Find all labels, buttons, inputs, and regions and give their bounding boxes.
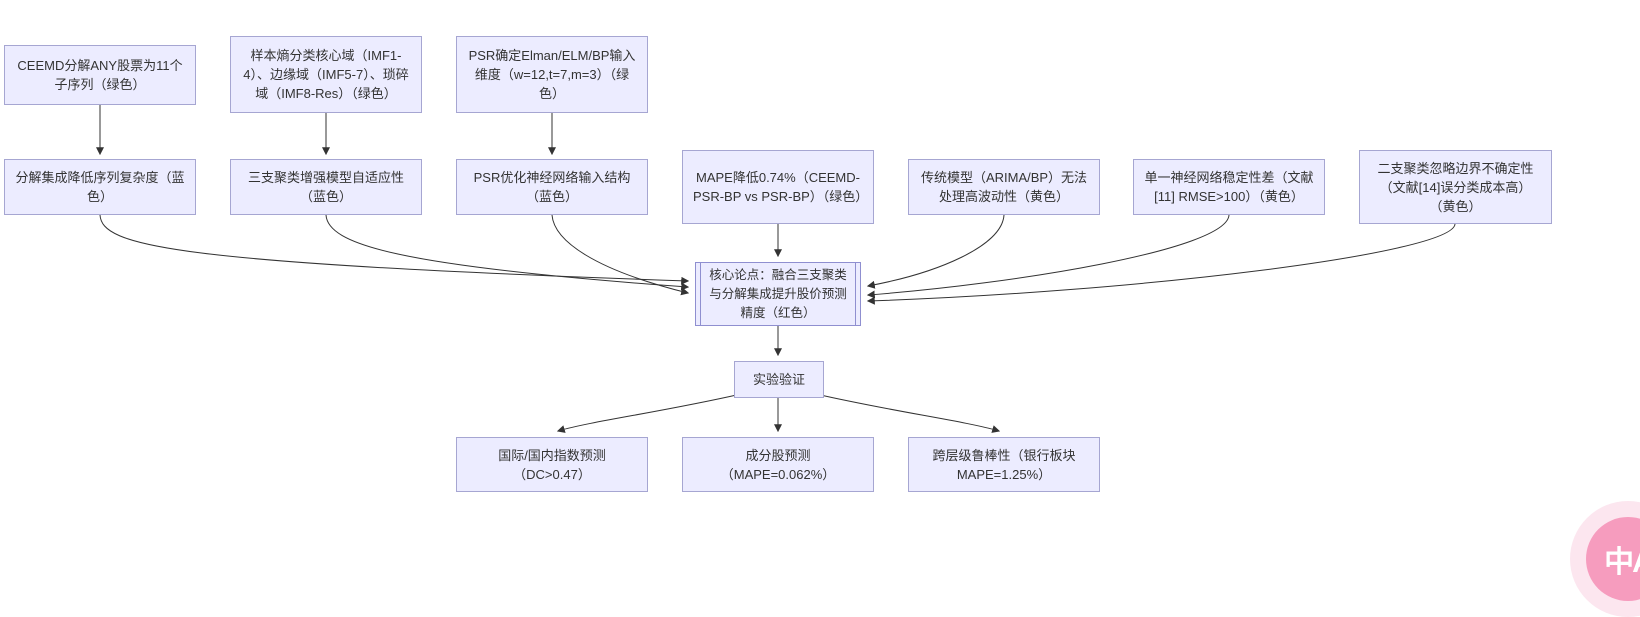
edge-b5-core bbox=[866, 214, 1005, 289]
node-sample-entropy-classification: 样本熵分类核心域（IMF1-4）、边缘域（IMF5-7）、琐碎域（IMF8-Re… bbox=[230, 36, 422, 113]
flowchart-canvas: CEEMD分解ANY股票为11个子序列（绿色） 样本熵分类核心域（IMF1-4）… bbox=[4, 36, 1640, 617]
node-three-way-clustering-adaptivity: 三支聚类增强模型自适应性（蓝色） bbox=[230, 159, 422, 215]
node-constituent-stock-prediction: 成分股预测（MAPE=0.062%） bbox=[682, 437, 874, 492]
translate-icon: 中A bbox=[1604, 546, 1640, 579]
edge-b7-core bbox=[866, 223, 1456, 305]
edge-exp-c3 bbox=[815, 393, 1001, 433]
edge-b1-core bbox=[99, 214, 690, 285]
node-psr-input-dimension: PSR确定Elman/ELM/BP输入维度（w=12,t=7,m=3）（绿色） bbox=[456, 36, 648, 113]
edge-b6-core bbox=[866, 214, 1230, 299]
node-core-thesis: 核心论点：融合三支聚类与分解集成提升股价预测精度（红色） bbox=[695, 262, 861, 326]
node-mape-reduction: MAPE降低0.74%（CEEMD-PSR-BP vs PSR-BP）（绿色） bbox=[682, 150, 874, 224]
node-ceemd-decomposition: CEEMD分解ANY股票为11个子序列（绿色） bbox=[4, 45, 196, 105]
node-experimental-validation: 实验验证 bbox=[734, 361, 824, 398]
node-decomposition-reduces-complexity: 分解集成降低序列复杂度（蓝色） bbox=[4, 159, 196, 215]
node-traditional-model-limitation: 传统模型（ARIMA/BP）无法处理高波动性（黄色） bbox=[908, 159, 1100, 215]
node-cross-level-robustness: 跨层级鲁棒性（银行板块 MAPE=1.25%） bbox=[908, 437, 1100, 492]
node-two-way-clustering-limitation: 二支聚类忽略边界不确定性（文献[14]误分类成本高）（黄色） bbox=[1359, 150, 1552, 224]
node-psr-optimizes-input-structure: PSR优化神经网络输入结构（蓝色） bbox=[456, 159, 648, 215]
edge-b3-core bbox=[551, 214, 690, 296]
node-single-nn-instability: 单一神经网络稳定性差（文献[11] RMSE>100）（黄色） bbox=[1133, 159, 1325, 215]
edge-b2-core bbox=[325, 214, 690, 291]
node-index-prediction: 国际/国内指数预测（DC>0.47） bbox=[456, 437, 648, 492]
edge-exp-c1 bbox=[556, 393, 742, 433]
